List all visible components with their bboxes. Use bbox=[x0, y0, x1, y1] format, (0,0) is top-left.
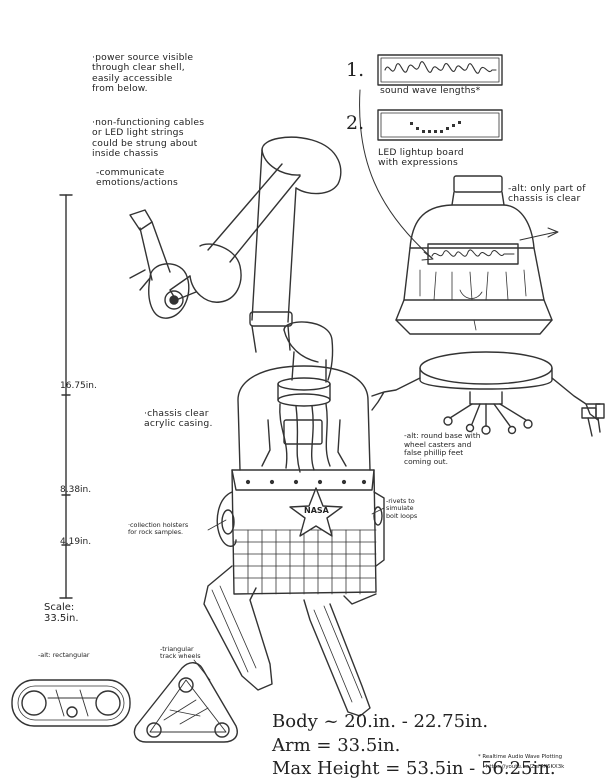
partial-clear-chassis-inset bbox=[395, 175, 559, 335]
footnote-audio-plotting: * Realtime Audio Wave Plotting bbox=[478, 754, 563, 760]
camera-gripper bbox=[129, 209, 190, 319]
option2-number: 2. bbox=[346, 112, 365, 134]
footnote-link[interactable]: https://youtu.be/Zef7X6KX3k bbox=[486, 764, 565, 770]
round-base-inset bbox=[371, 351, 605, 437]
alt-rectangular-track bbox=[11, 679, 131, 727]
scale-mark-4-19: 4.19in. bbox=[60, 537, 92, 547]
robot-tracks bbox=[203, 565, 377, 717]
note-emotions: -communicate emotions/actions bbox=[96, 167, 178, 189]
robot-arm bbox=[129, 136, 342, 383]
option1-number: 1. bbox=[346, 59, 365, 81]
note-rock-holsters: ·collection holsters for rock samples. bbox=[128, 521, 189, 537]
callout-line bbox=[359, 89, 433, 259]
note-chassis-acrylic: ·chassis clear acrylic casing. bbox=[144, 408, 213, 430]
measurement-body: Body ~ 20.in. - 22.75in. bbox=[272, 711, 489, 732]
scale-mark-8-38: 8.38in. bbox=[60, 485, 92, 495]
note-cable-lights: ·non-functioning cables or LED light str… bbox=[92, 117, 205, 159]
option-sound-wave-panel bbox=[377, 54, 503, 86]
option-led-board bbox=[377, 109, 503, 141]
scale-bar bbox=[59, 194, 73, 599]
robot-chassis bbox=[216, 365, 385, 595]
option1-caption: sound wave lengths* bbox=[380, 85, 481, 96]
option2-caption: LED lightup board with expressions bbox=[378, 147, 464, 169]
note-alt-rectangular: -alt: rectangular bbox=[38, 651, 90, 659]
alt-triangular-track bbox=[133, 662, 238, 743]
note-rivets: -rivets to simulate bolt loops bbox=[386, 497, 418, 520]
chassis-grid bbox=[233, 529, 377, 595]
measurement-max-height: Max Height = 53.5in - 56.25in. bbox=[272, 758, 556, 779]
scale-mark-16-75: 16.75in. bbox=[60, 381, 97, 391]
note-round-base: -alt: round base with wheel casters and … bbox=[404, 431, 481, 466]
note-alt-triangular: -triangular track wheels bbox=[160, 645, 201, 661]
nasa-badge: NASA bbox=[304, 506, 329, 515]
scale-total: Scale: 33.5in. bbox=[44, 602, 79, 625]
note-power-source: ·power source visible through clear shel… bbox=[92, 52, 194, 94]
measurement-arm: Arm = 33.5in. bbox=[272, 735, 401, 756]
note-partial-clear: -alt: only part of chassis is clear bbox=[508, 183, 586, 205]
